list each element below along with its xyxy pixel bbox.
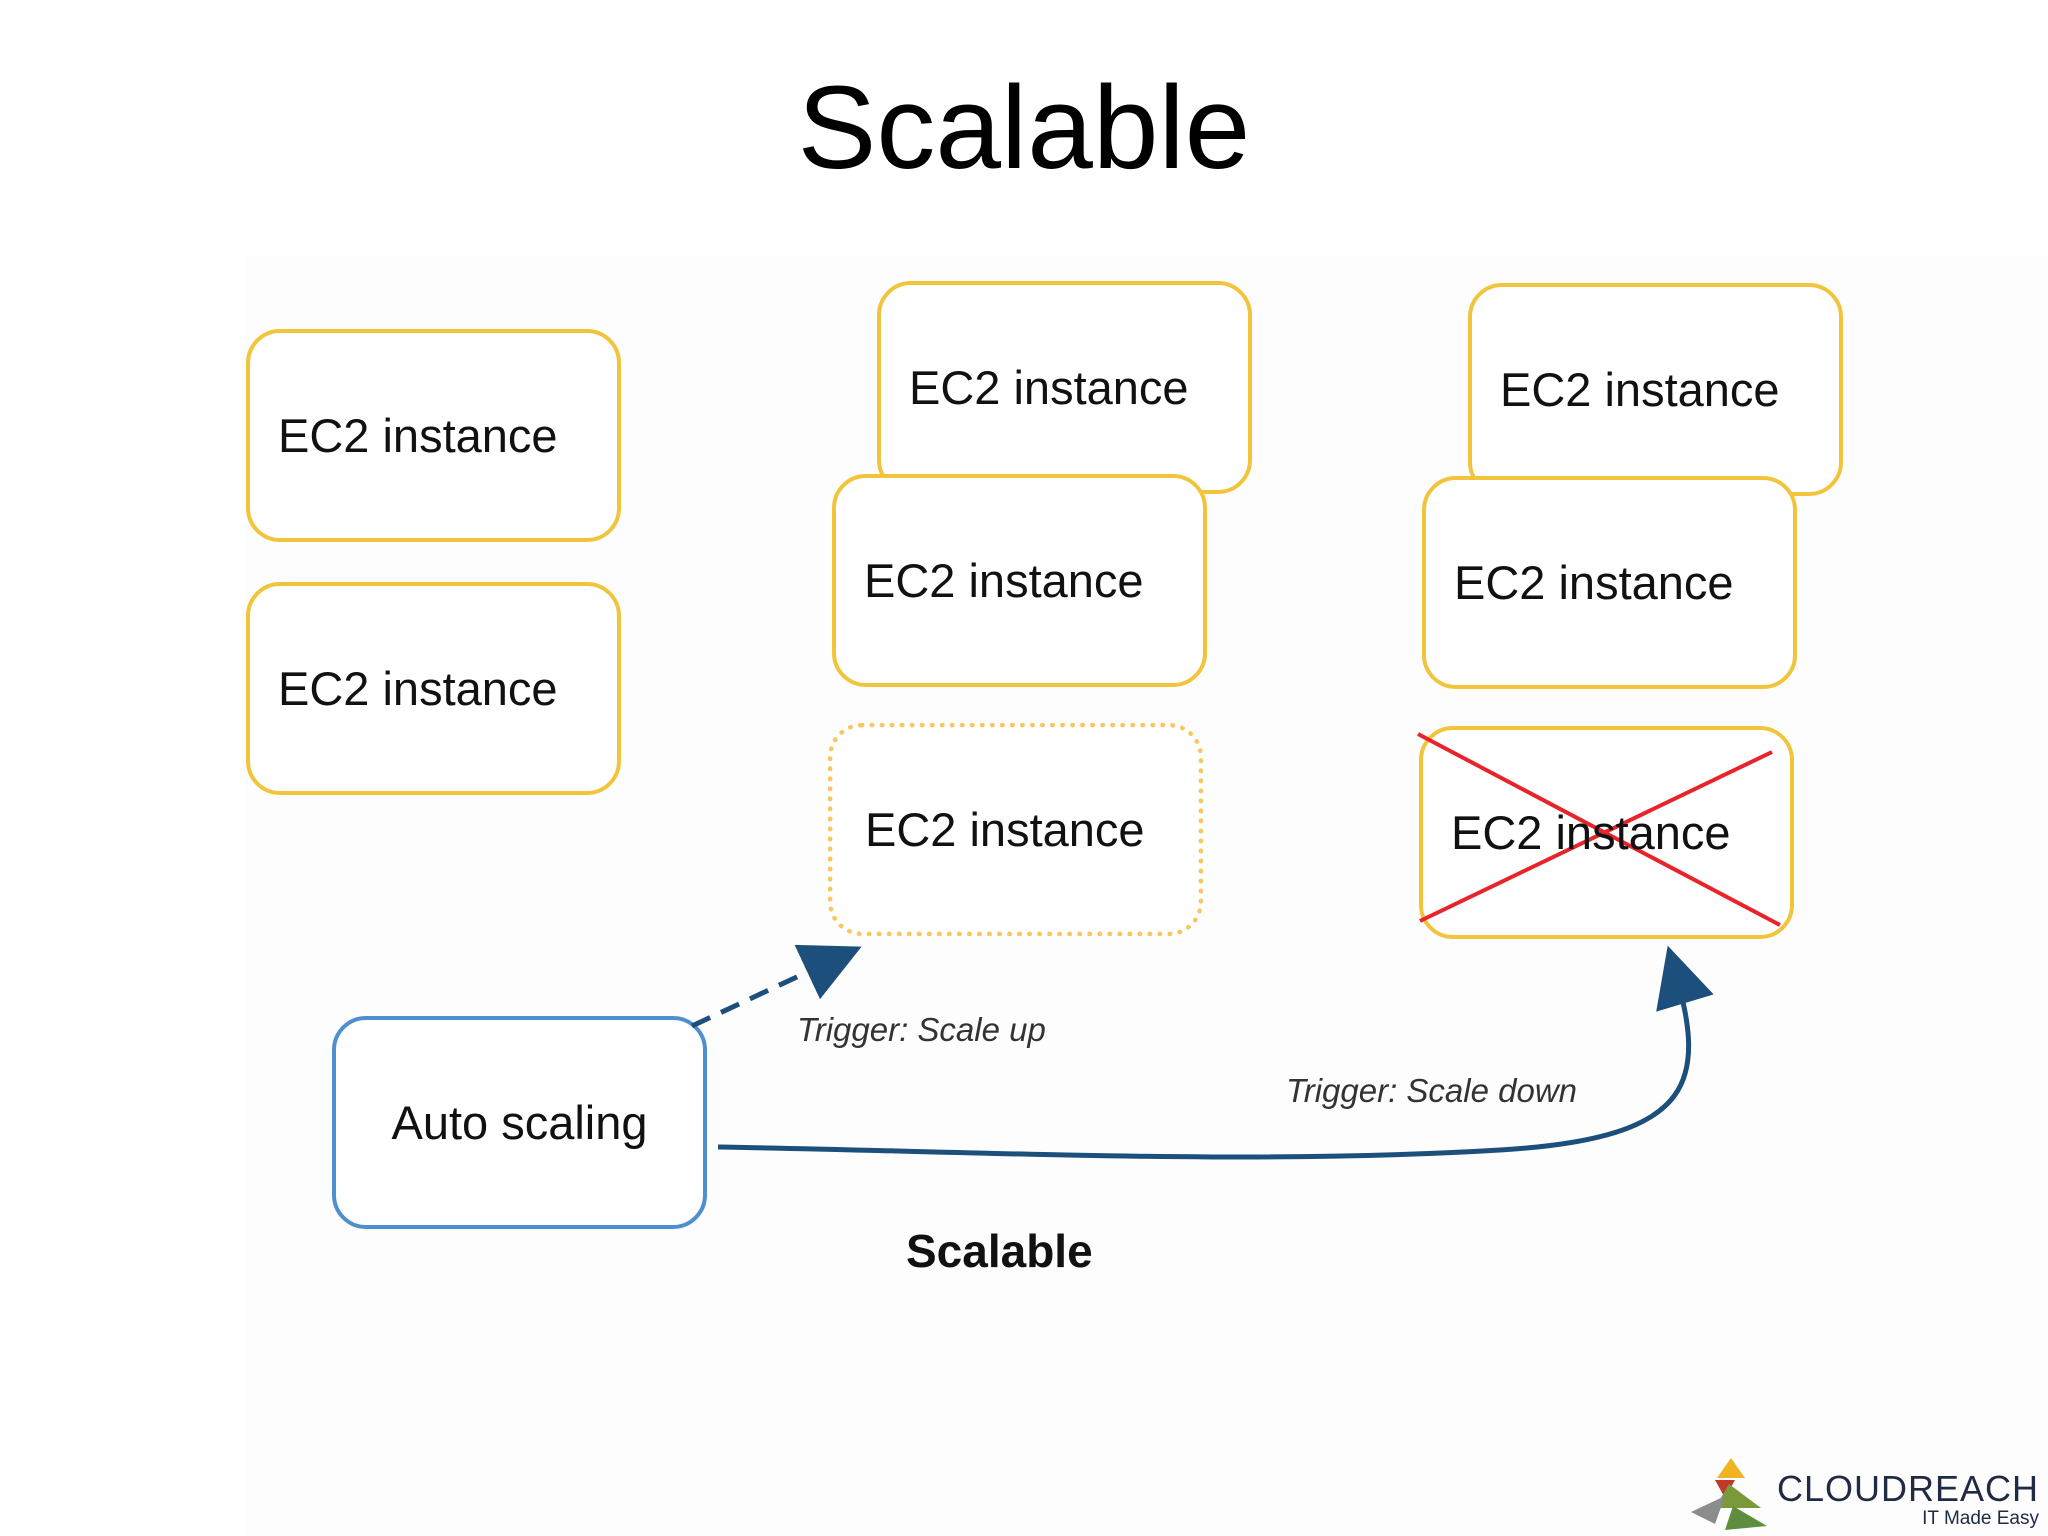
ec2-instance-label: EC2 instance — [909, 361, 1189, 414]
trigger-scale-up-label: Trigger: Scale up — [797, 1011, 1046, 1048]
removed-ec2-instance-box: EC2 instance — [1419, 726, 1794, 939]
new-ec2-instance-box: EC2 instance — [828, 723, 1203, 936]
ec2-instance-box: EC2 instance — [246, 329, 621, 542]
autoscaling-label: Auto scaling — [391, 1096, 648, 1149]
ec2-instance-box: EC2 instance — [246, 582, 621, 795]
page-title: Scalable — [797, 62, 1251, 194]
autoscaling-box: Auto scaling — [332, 1016, 707, 1229]
logo-wordmark: CLOUDREACH — [1777, 1468, 2040, 1509]
ec2-instance-box: EC2 instance — [1422, 476, 1797, 689]
diagram-caption: Scalable — [906, 1225, 1093, 1277]
ec2-instance-box: EC2 instance — [877, 281, 1252, 494]
cloudreach-logo: CLOUDREACH IT Made Easy — [1685, 1450, 2045, 1536]
cloudreach-logo-icon — [1691, 1458, 1767, 1530]
ec2-instance-label: EC2 instance — [864, 554, 1144, 607]
ec2-instance-label: EC2 instance — [1454, 556, 1734, 609]
ec2-instance-label: EC2 instance — [865, 803, 1145, 856]
trigger-scale-down-label: Trigger: Scale down — [1286, 1072, 1578, 1109]
ec2-instance-box: EC2 instance — [1468, 283, 1843, 496]
logo-tagline: IT Made Easy — [1922, 1508, 2039, 1529]
ec2-instance-box: EC2 instance — [832, 474, 1207, 687]
ec2-instance-label: EC2 instance — [278, 662, 558, 715]
ec2-instance-label: EC2 instance — [278, 409, 558, 462]
ec2-instance-label: EC2 instance — [1500, 363, 1780, 416]
ec2-instance-label: EC2 instance — [1451, 806, 1731, 859]
